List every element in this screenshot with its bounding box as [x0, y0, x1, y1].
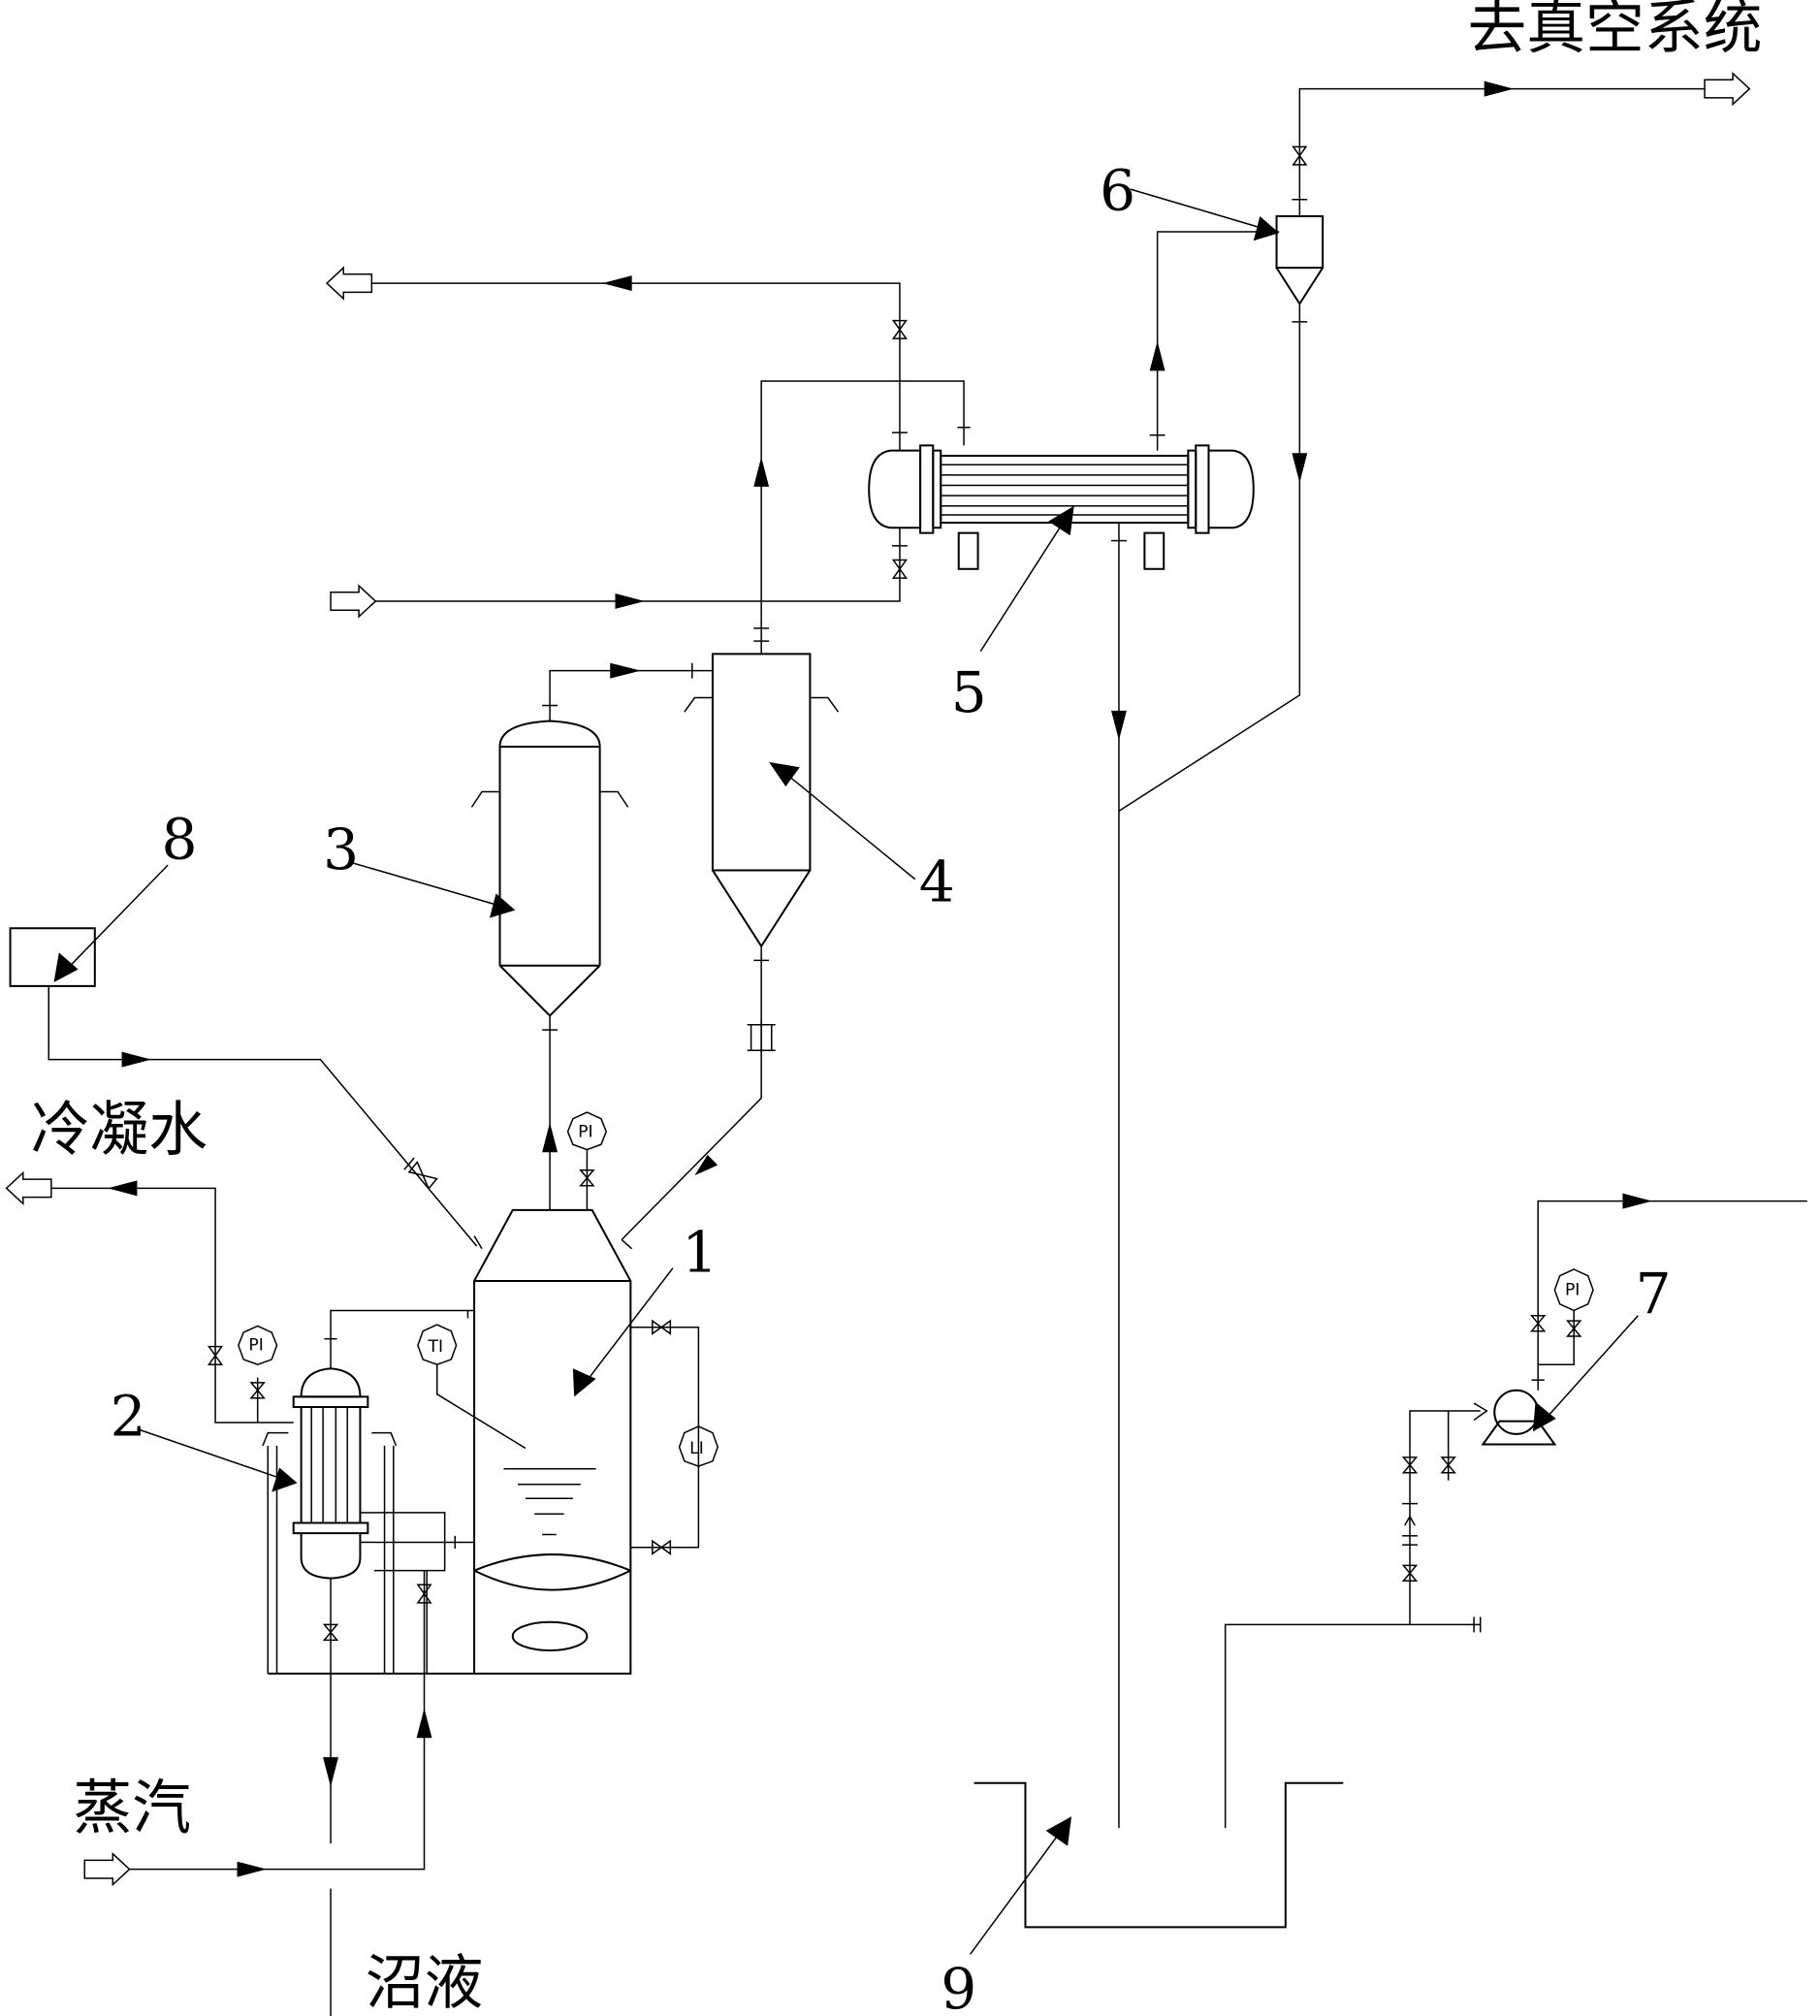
pipe-condenser-vapour-out — [1149, 232, 1280, 451]
svg-text:PI: PI — [1565, 1281, 1580, 1300]
valve-icon — [1442, 1457, 1454, 1473]
valve-icon — [581, 1170, 593, 1186]
valve-icon — [1403, 1565, 1416, 1581]
number-5: 5 — [951, 659, 987, 725]
number-2: 2 — [111, 1383, 146, 1449]
valve-icon — [1293, 146, 1306, 165]
pipe-tank-to-pump — [1226, 1411, 1481, 1828]
valve-icon — [324, 1624, 336, 1640]
valve-icon — [893, 560, 906, 579]
pipe-steam-in — [130, 1571, 432, 1877]
level-indicator-li-loop: LI — [630, 1321, 718, 1553]
pipe-separator-drain — [1119, 304, 1307, 811]
dosing-tank-8 — [11, 928, 95, 986]
svg-text:TI: TI — [427, 1337, 443, 1357]
label-to-vacuum-system: 去真空系统 — [1467, 0, 1762, 62]
heater-2 — [294, 1368, 374, 1578]
pipe-condensate-out: PI — [51, 1180, 294, 1423]
number-9: 9 — [941, 1956, 976, 2016]
pipe-pump-discharge: PI — [1532, 1193, 1807, 1391]
check-valve-icon — [404, 1158, 437, 1190]
number-3: 3 — [323, 816, 359, 882]
liquid-level-symbol — [503, 1469, 595, 1535]
condenser-5 — [869, 445, 1254, 568]
inlet-arrow-steam — [84, 1854, 129, 1885]
label-biogas-slurry: 沼液 — [366, 1949, 484, 2016]
number-4: 4 — [919, 848, 955, 914]
label-steam: 蒸汽 — [73, 1774, 191, 1842]
pipe-dust-collector-return — [622, 946, 776, 1240]
separator-3 — [471, 720, 627, 1015]
valve-icon — [251, 1383, 264, 1398]
dust-collector-4 — [685, 654, 839, 945]
pipe-evaporator-to-separator — [542, 1015, 558, 1209]
pipe-dust-collector-to-condenser — [753, 381, 970, 654]
label-condensate-water: 冷凝水 — [31, 1095, 208, 1164]
valve-icon — [653, 1541, 671, 1553]
pipe-to-vacuum-system — [1292, 80, 1705, 216]
pressure-indicator-pi-evaporator: PI — [568, 1112, 607, 1210]
outlet-arrow-cooling-water — [327, 268, 371, 299]
valve-icon — [1568, 1321, 1581, 1336]
sight-glass-icon — [748, 1019, 776, 1055]
svg-text:PI: PI — [578, 1122, 592, 1141]
pipe-dosing-to-evaporator — [48, 986, 476, 1246]
number-1: 1 — [682, 1220, 718, 1286]
number-7: 7 — [1636, 1261, 1672, 1327]
number-8: 8 — [162, 806, 198, 872]
svg-text:PI: PI — [248, 1336, 263, 1356]
valve-icon — [1403, 1457, 1416, 1473]
pipe-separator-to-dust-collector — [542, 663, 713, 721]
heater-to-evaporator-pipes — [324, 1310, 474, 1673]
valve-icon — [208, 1347, 221, 1365]
valve-icon — [1532, 1316, 1545, 1331]
valve-icon — [418, 1584, 431, 1603]
equipment-base-frame — [263, 1433, 474, 1674]
valve-icon — [653, 1321, 671, 1333]
number-6: 6 — [1100, 157, 1135, 223]
valve-icon — [893, 321, 906, 339]
pipe-condensate-drop — [1111, 523, 1127, 1828]
outlet-arrow-vacuum — [1705, 74, 1749, 105]
leader-arrows — [53, 189, 1639, 1954]
collection-tank-9 — [974, 1783, 1344, 1928]
temperature-indicator-ti: TI — [418, 1325, 526, 1448]
gas-liquid-separator-6 — [1277, 216, 1324, 304]
outlet-arrow-condensate — [7, 1172, 51, 1203]
pipe-cooling-water — [371, 275, 908, 609]
evaporator-1 — [474, 1210, 632, 1674]
inlet-arrow-cooling-water — [331, 586, 375, 617]
pipe-biogas-slurry-in — [323, 1579, 338, 2016]
svg-text:LI: LI — [689, 1439, 704, 1458]
